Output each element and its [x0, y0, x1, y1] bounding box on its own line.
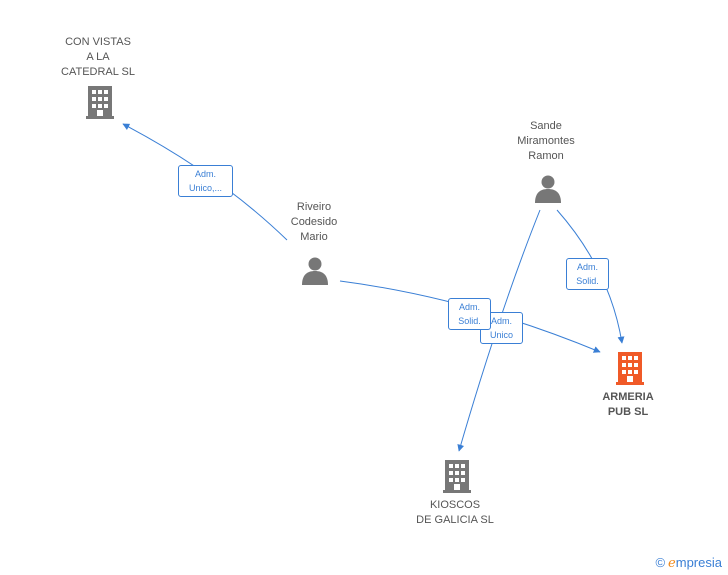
person-icon	[535, 175, 561, 203]
edge-label-line: Adm.	[458, 302, 480, 312]
brand-initial: e	[668, 556, 676, 571]
node-label-riveiro[interactable]: Riveiro Codesido Mario	[266, 200, 362, 245]
node-label-armeria[interactable]: ARMERIA PUB SL	[578, 390, 678, 420]
edge-label-line: Unico	[489, 330, 513, 340]
node-label-line: CON VISTAS	[65, 36, 131, 48]
edge-label-line: Adm.	[490, 316, 512, 326]
node-label-line: DE GALICIA SL	[416, 514, 494, 526]
person-icon	[302, 257, 328, 285]
edge-label-line: Solid.	[458, 316, 481, 326]
node-label-line: ARMERIA	[602, 391, 654, 403]
node-label-line: Riveiro	[296, 201, 332, 213]
node-label-line: PUB SL	[607, 406, 649, 418]
building-icon	[443, 460, 471, 493]
node-label-line: Mario	[300, 231, 328, 243]
edge-label-line: Solid.	[576, 276, 599, 286]
empresia-logo: ©empresia	[655, 555, 722, 571]
node-label-line: Ramon	[528, 150, 564, 162]
node-label-line: A LA	[86, 51, 110, 63]
brand-name: mpresia	[675, 555, 722, 570]
building-icon	[86, 86, 114, 119]
copyright-icon: ©	[655, 555, 666, 570]
node-label-line: KIOSCOS	[429, 499, 481, 511]
building-icon-highlighted	[616, 352, 644, 385]
edge-label-line: Unico,...	[188, 183, 222, 193]
node-label-line: Codesido	[290, 216, 338, 228]
node-label-line: Sande	[530, 120, 562, 132]
node-label-kioscos[interactable]: KIOSCOS DE GALICIA SL	[400, 498, 510, 528]
node-label-line: CATEDRAL SL	[61, 66, 135, 78]
node-label-line: Miramontes	[517, 135, 575, 147]
edge-label-riveiro-armeria[interactable]: Adm. Solid.	[448, 298, 491, 330]
node-label-sande[interactable]: Sande Miramontes Ramon	[498, 119, 594, 164]
edge-label-sande-armeria[interactable]: Adm. Solid.	[566, 258, 609, 290]
edge-label-line: Adm.	[576, 262, 598, 272]
edge-label-riveiro-con-vistas[interactable]: Adm. Unico,...	[178, 165, 233, 197]
edge-label-line: Adm.	[194, 169, 216, 179]
node-label-con-vistas[interactable]: CON VISTAS A LA CATEDRAL SL	[48, 35, 148, 80]
